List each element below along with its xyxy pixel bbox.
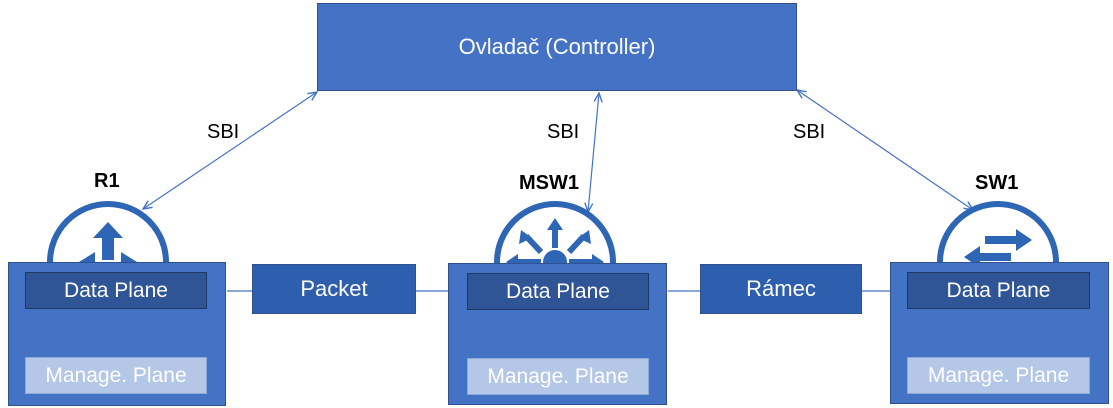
data-plane-r1: Data Plane xyxy=(25,272,207,309)
device-name-msw1: MSW1 xyxy=(519,172,579,194)
link-message-packet: Packet xyxy=(252,264,416,314)
sbi-connector-r1 xyxy=(143,92,317,209)
controller-box: Ovladač (Controller) xyxy=(317,3,797,91)
controller-label: Ovladač (Controller) xyxy=(458,34,656,59)
link-message-label: Packet xyxy=(300,276,368,301)
sbi-label-sw1: SBI xyxy=(793,121,826,143)
data-plane-label: Data Plane xyxy=(506,279,610,303)
device-name-r1: R1 xyxy=(94,170,120,192)
management-plane-sw1: Manage. Plane xyxy=(907,357,1090,394)
sbi-connector-msw1 xyxy=(588,93,599,212)
sbi-label-r1: SBI xyxy=(207,121,240,143)
data-plane-label: Data Plane xyxy=(64,278,168,302)
management-plane-label: Manage. Plane xyxy=(487,364,629,388)
data-plane-sw1: Data Plane xyxy=(907,272,1090,309)
management-plane-r1: Manage. Plane xyxy=(25,357,207,394)
data-plane-msw1: Data Plane xyxy=(467,273,649,310)
sbi-label-msw1: SBI xyxy=(547,121,580,143)
link-message-ramec: Rámec xyxy=(700,264,862,314)
link-message-label: Rámec xyxy=(746,276,816,301)
management-plane-label: Manage. Plane xyxy=(45,363,187,387)
management-plane-msw1: Manage. Plane xyxy=(467,358,649,395)
management-plane-label: Manage. Plane xyxy=(927,363,1070,387)
device-name-sw1: SW1 xyxy=(975,172,1019,194)
data-plane-label: Data Plane xyxy=(946,278,1051,302)
sbi-connector-sw1 xyxy=(797,90,973,210)
